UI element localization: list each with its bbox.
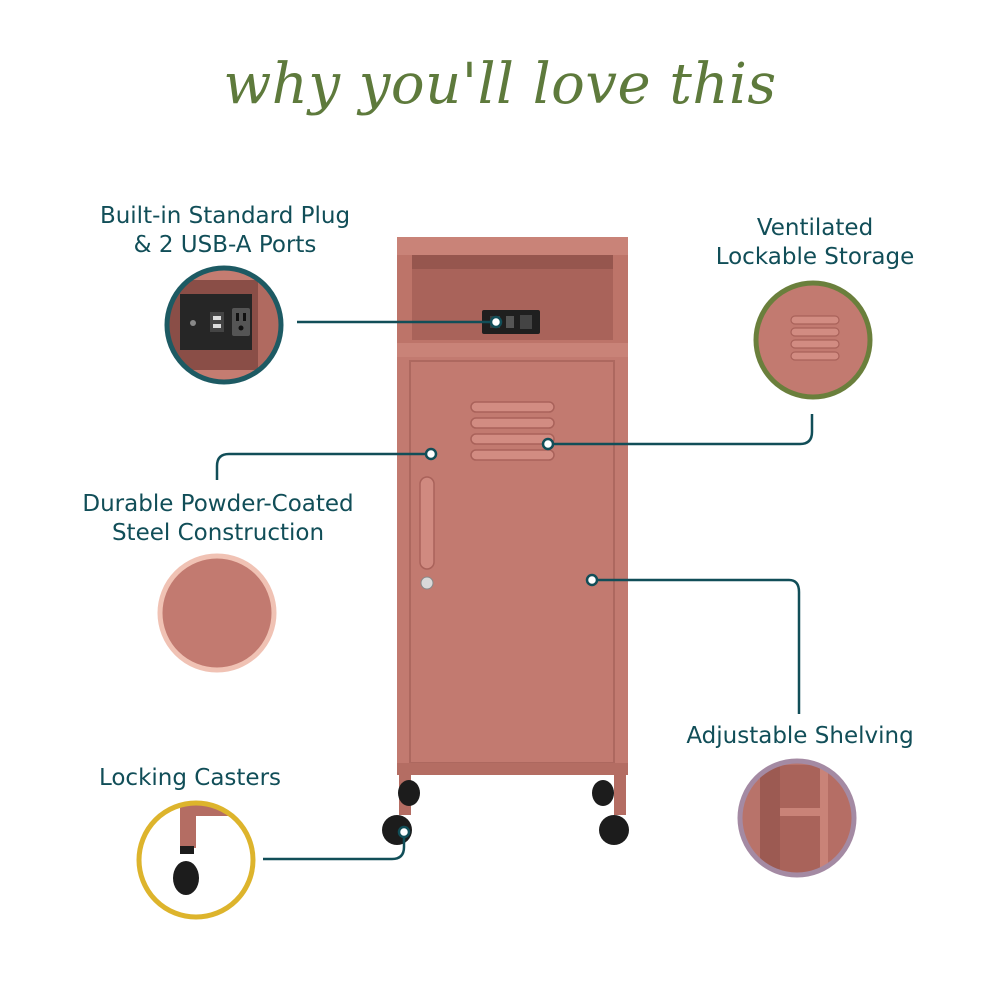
steel-label-line2: Steel Construction bbox=[111, 520, 325, 546]
plug-label-line1: Built-in Standard Plug bbox=[99, 203, 351, 229]
steel-label-line1: Durable Powder-Coated bbox=[82, 491, 354, 517]
caster-wheel-icon bbox=[382, 780, 629, 845]
shelving-callout-dot bbox=[585, 573, 599, 587]
vent-feature-label: Ventilated Lockable Storage bbox=[700, 214, 930, 272]
steel-callout-dot bbox=[424, 447, 438, 461]
vent-label-line1: Ventilated bbox=[756, 215, 874, 241]
shelving-feature-label: Adjustable Shelving bbox=[670, 722, 930, 751]
casters-callout-dot bbox=[397, 825, 411, 839]
casters-label-line1: Locking Casters bbox=[98, 765, 282, 791]
vent-label-line2: Lockable Storage bbox=[715, 244, 915, 270]
vent-callout-dot bbox=[541, 437, 555, 451]
usb-port-icon bbox=[210, 312, 224, 332]
vent-callout-line bbox=[548, 414, 814, 446]
vent-louver-icon bbox=[470, 401, 555, 461]
lock-icon bbox=[420, 576, 434, 590]
callout-dots bbox=[397, 315, 599, 839]
page-title: why you'll love this bbox=[223, 52, 777, 117]
casters-detail-circle bbox=[136, 800, 256, 920]
casters-callout-line bbox=[263, 832, 406, 861]
vent-detail-circle bbox=[753, 280, 873, 400]
plug-label-line2: & 2 USB-A Ports bbox=[133, 232, 317, 258]
plug-feature-label: Built-in Standard Plug & 2 USB-A Ports bbox=[80, 202, 370, 260]
shelving-detail-circle bbox=[737, 758, 857, 878]
cabinet bbox=[382, 237, 629, 845]
cabinet-top-panel bbox=[397, 237, 628, 255]
plug-callout-dot bbox=[489, 315, 503, 329]
steel-feature-label: Durable Powder-Coated Steel Construction bbox=[60, 490, 376, 548]
plug-detail-circle bbox=[164, 265, 284, 385]
shelving-callout-line bbox=[592, 578, 801, 714]
door-handle bbox=[419, 476, 435, 570]
steel-callout-line bbox=[215, 452, 430, 480]
callout-lines bbox=[215, 320, 814, 861]
casters-feature-label: Locking Casters bbox=[80, 764, 300, 793]
steel-detail-circle bbox=[157, 553, 277, 673]
shelving-label-line1: Adjustable Shelving bbox=[686, 723, 914, 749]
